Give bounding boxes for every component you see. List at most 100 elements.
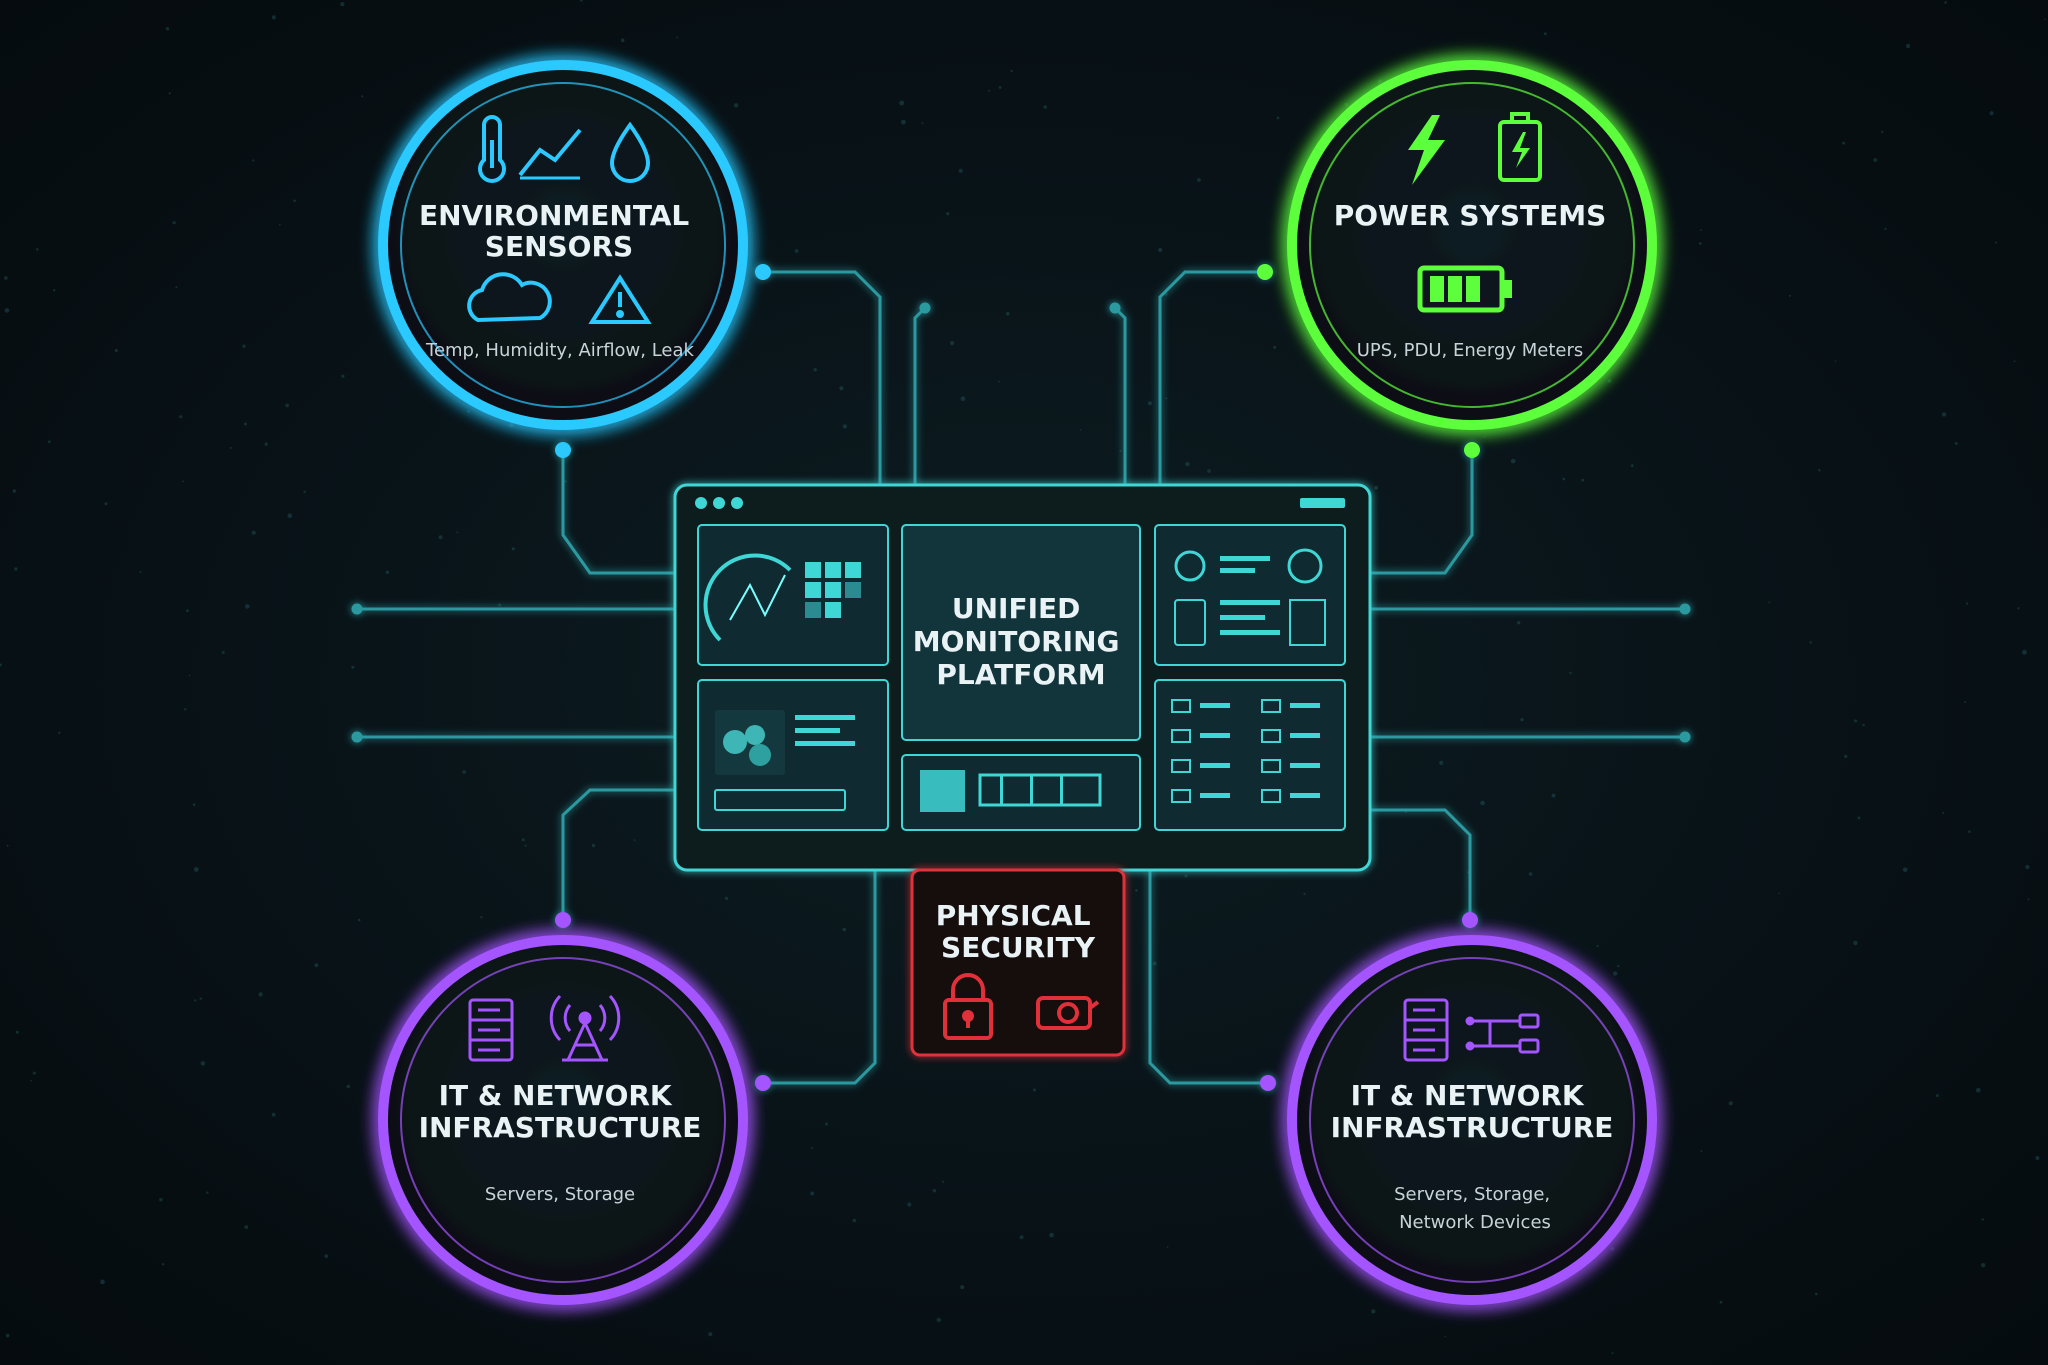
background-dot: [1276, 116, 1280, 120]
background-dot: [1768, 601, 1771, 604]
background-dot: [6, 844, 9, 847]
it-network-hub-left: IT & NETWORK INFRASTRUCTURE Servers, Sto…: [378, 935, 748, 1305]
background-dot: [1611, 1352, 1614, 1355]
background-dot: [708, 1332, 713, 1337]
background-dot: [1166, 1246, 1169, 1248]
background-dot: [1610, 1247, 1615, 1251]
it-left-title: IT & NETWORK INFRASTRUCTURE: [419, 1079, 702, 1144]
background-dot: [842, 424, 848, 429]
background-dot: [1698, 242, 1702, 245]
background-dot: [264, 442, 268, 446]
background-dot: [438, 535, 443, 540]
background-dot: [2044, 18, 2046, 21]
background-dot: [1165, 397, 1168, 400]
environmental-sensors-hub: ENVIRONMENTAL SENSORS Temp, Humidity, Ai…: [378, 60, 748, 430]
background-dot: [794, 249, 799, 253]
background-dot: [58, 731, 61, 734]
background-dot: [1006, 312, 1010, 316]
background-dot: [1941, 412, 1947, 417]
background-dot: [340, 2, 345, 7]
background-dot: [633, 839, 636, 842]
hub-connector-dots: [555, 264, 1480, 1091]
background-dot: [139, 571, 142, 574]
background-dot: [839, 386, 844, 391]
background-dot: [1152, 961, 1157, 966]
background-dot: [1954, 442, 1958, 445]
background-dot: [1728, 1101, 1733, 1106]
background-dot: [1596, 944, 1599, 948]
background-dot: [1788, 294, 1791, 297]
background-dot: [303, 490, 306, 493]
server-icon: [468, 998, 514, 1062]
background-dot: [194, 999, 197, 1002]
monitoring-platform-window: UNIFIED MONITORING PLATFORM: [673, 483, 1372, 872]
background-dot: [1581, 478, 1585, 482]
background-dot: [1613, 971, 1618, 976]
server-icon: [1403, 998, 1449, 1062]
window-dot-icon: [731, 497, 743, 509]
background-dot: [186, 609, 189, 613]
background-dot: [346, 1084, 350, 1089]
background-dot: [159, 1198, 163, 1202]
background-dot: [1995, 241, 1997, 244]
background-dot: [351, 665, 355, 669]
background-dot: [1032, 1088, 1036, 1092]
network-switch-icon: [1465, 1013, 1540, 1054]
background-dot: [1906, 43, 1911, 49]
cloud-icon: [467, 272, 552, 323]
background-dot: [244, 1225, 249, 1229]
background-dot: [1019, 1235, 1024, 1240]
background-dot: [35, 248, 39, 251]
security-title: PHYSICAL SECURITY: [936, 899, 1101, 964]
background-dot: [172, 221, 176, 225]
background-dot: [480, 916, 483, 919]
it-left-subtitle: Servers, Storage: [485, 1184, 635, 1205]
background-dot: [1207, 469, 1211, 473]
background-dot: [1968, 830, 1971, 833]
background-dot: [1607, 379, 1612, 383]
background-dot: [852, 1218, 856, 1223]
background-dot: [825, 1122, 828, 1126]
background-dot: [521, 838, 525, 842]
background-dot: [53, 289, 56, 292]
background-dot: [921, 122, 924, 124]
background-dot: [810, 1191, 815, 1196]
background-dot: [258, 992, 263, 997]
background-dot: [2022, 649, 2027, 655]
background-dot: [314, 963, 319, 968]
background-dot: [361, 95, 364, 98]
background-dot: [724, 896, 729, 901]
background-dot: [245, 604, 250, 609]
background-dot: [1966, 602, 1969, 605]
env-subtitle: Temp, Humidity, Airflow, Leak: [425, 340, 695, 361]
background-dot: [813, 368, 817, 372]
background-dot: [1528, 872, 1533, 876]
platform-title: UNIFIED MONITORING PLATFORM: [913, 592, 1130, 691]
background-dot: [842, 927, 847, 932]
background-dot: [1935, 1094, 1939, 1098]
background-dot: [950, 341, 955, 346]
background-dot: [1884, 227, 1887, 230]
window-dot-icon: [695, 497, 707, 509]
lock-icon: [943, 973, 993, 1040]
thermometer-icon: [478, 115, 506, 183]
background-dot: [960, 1285, 965, 1290]
background-dot: [242, 344, 246, 348]
background-dot: [1569, 671, 1572, 675]
background-dot: [901, 119, 906, 125]
background-dot: [1809, 641, 1812, 644]
background-dot: [498, 603, 502, 607]
background-dot: [511, 547, 515, 551]
background-dot: [1158, 247, 1163, 253]
background-dot: [179, 415, 183, 419]
background-dot: [1551, 793, 1556, 798]
background-dot: [175, 286, 178, 289]
background-dot: [1184, 874, 1188, 878]
antenna-icon: [549, 994, 621, 1062]
background-dot: [1010, 69, 1013, 73]
background-dot: [200, 1061, 206, 1066]
background-dot: [1049, 1232, 1054, 1238]
background-dot: [100, 1279, 105, 1285]
background-dot: [1700, 229, 1702, 232]
